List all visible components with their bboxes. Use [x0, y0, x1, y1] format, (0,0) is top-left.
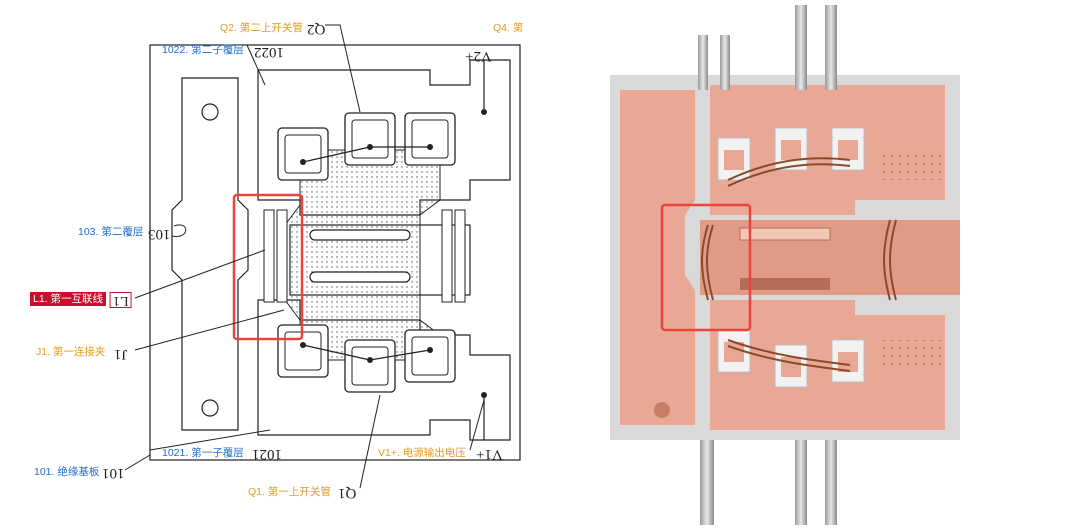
render-3d-svg	[610, 5, 960, 525]
label-q4: Q4. 第	[493, 22, 524, 34]
ref-1022: 1022	[254, 44, 284, 60]
patent-drawing: Q2. 第二上开关管 Q2 Q4. 第 1022. 第二子覆层 1022 V2+…	[30, 21, 524, 501]
ref-j1: J1	[114, 346, 128, 362]
ref-101: 101	[102, 465, 125, 481]
insulating-substrate-outline	[149, 44, 521, 461]
label-q1: Q1. 第一上开关管	[248, 486, 331, 498]
ref-1021: 1021	[252, 446, 282, 462]
label-1022: 1022. 第二子覆层	[162, 44, 244, 56]
label-101: 101. 绝缘基板	[34, 466, 100, 478]
mount-hole-3d	[654, 402, 670, 418]
ref-v2: V2+	[465, 48, 492, 64]
ref-103: 103	[148, 226, 171, 242]
label-v1: V1+. 电源输出电压	[378, 447, 466, 459]
copper-left	[620, 90, 695, 425]
render-3d	[600, 0, 1080, 531]
mount-hole-bottom	[201, 399, 219, 417]
ref-l1: L1	[110, 292, 132, 308]
highlight-box-left	[232, 193, 304, 341]
ref-q1: Q1	[338, 485, 357, 501]
label-j1: J1. 第一连接夹	[36, 346, 106, 358]
bar-bottom	[309, 271, 411, 283]
highlight-box-right	[660, 203, 752, 332]
label-q2: Q2. 第二上开关管	[220, 22, 303, 34]
ref-v1: V1+	[476, 446, 503, 462]
label-l1: L1. 第一互联线	[30, 292, 107, 306]
copper-top	[710, 85, 945, 215]
patent-drawing-svg	[124, 24, 521, 489]
mount-hole-top	[201, 103, 219, 121]
bar-top	[309, 229, 411, 241]
second-cladding-left	[171, 77, 249, 431]
label-1021: 1021. 第一子覆层	[162, 447, 244, 459]
ref-q2: Q2	[307, 21, 326, 37]
copper-bottom	[710, 300, 945, 430]
label-103: 103. 第二覆层	[78, 226, 144, 238]
